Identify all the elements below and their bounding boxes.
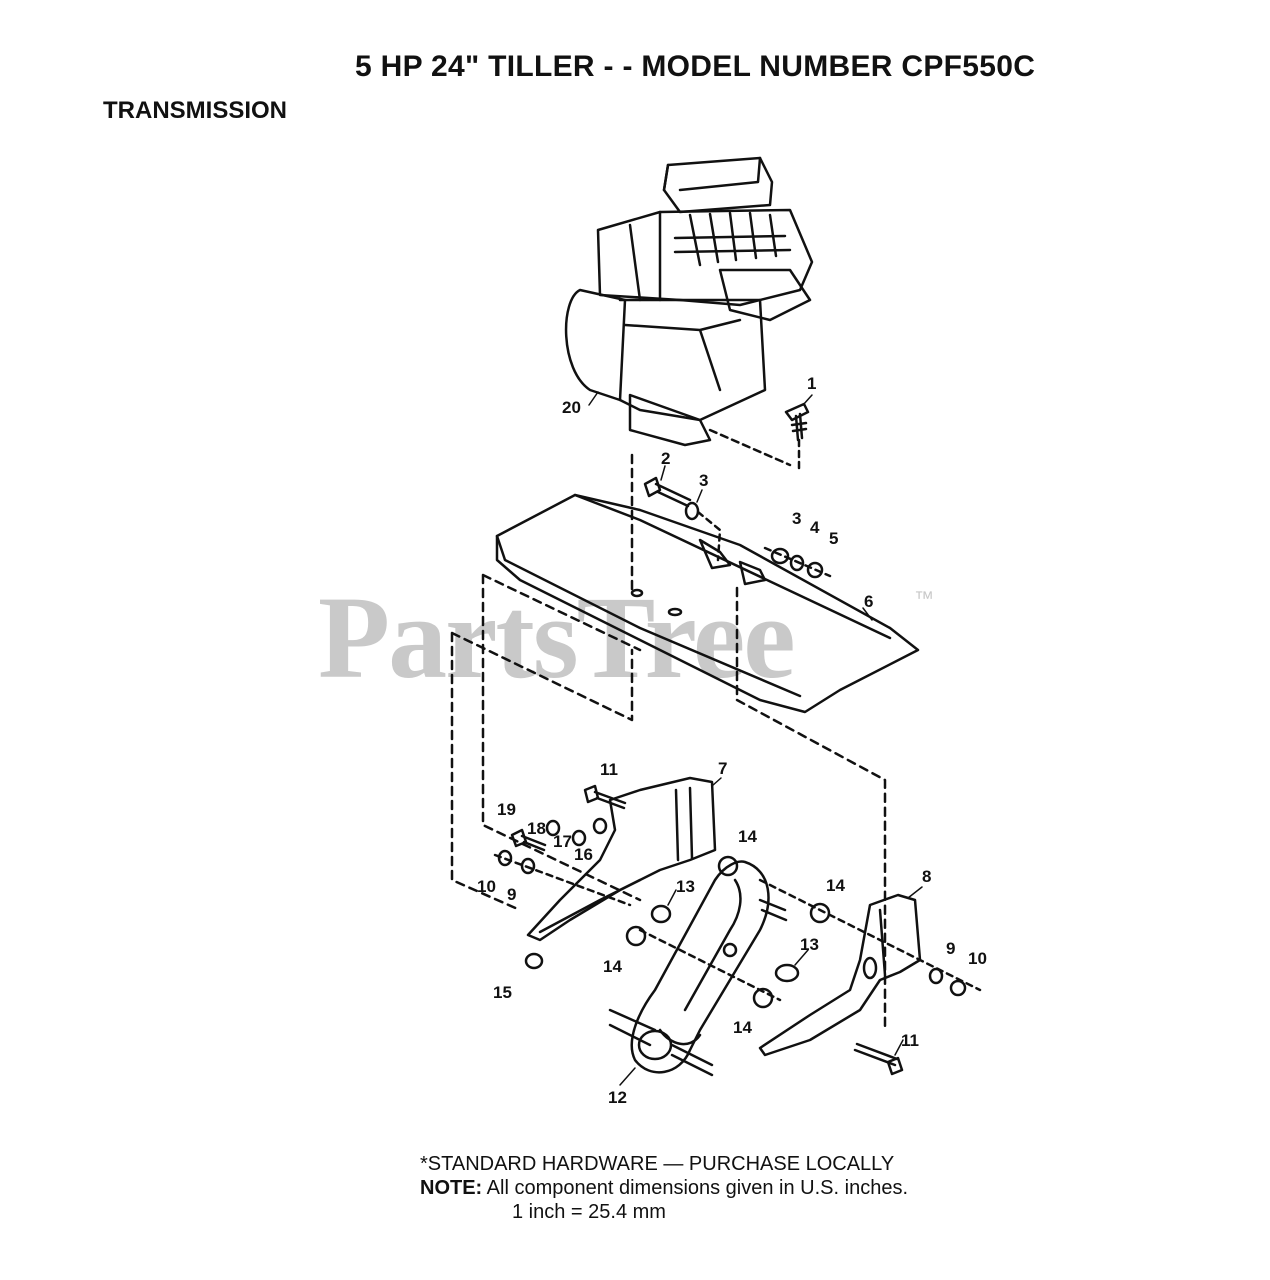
callout-10: 10	[477, 877, 496, 896]
nut-part-10-right[interactable]	[949, 979, 967, 997]
bolt-part-11-right[interactable]	[853, 1042, 904, 1076]
callout-11: 11	[901, 1031, 919, 1050]
callout-17: 17	[553, 832, 572, 851]
callout-10: 10	[968, 949, 987, 968]
bolt-part-11-left[interactable]	[583, 784, 627, 810]
callout-14: 14	[826, 876, 845, 895]
callout-9: 9	[507, 885, 516, 904]
bolt-part-1[interactable]	[784, 402, 810, 470]
nut-part-16[interactable]	[592, 817, 608, 835]
engine-part-20[interactable]	[564, 156, 814, 467]
washer-part-15[interactable]	[524, 952, 544, 970]
lockwasher-part-4[interactable]	[789, 554, 805, 572]
callout-18: 18	[527, 819, 546, 838]
callout-3: 3	[792, 509, 801, 528]
note-label: NOTE:	[420, 1177, 483, 1199]
washer-part-3[interactable]	[684, 501, 700, 521]
callout-16: 16	[574, 845, 593, 864]
callout-2: 2	[661, 449, 670, 468]
page-title: 5 HP 24" TILLER - - MODEL NUMBER CPF550C	[355, 50, 1036, 83]
callout-19: 19	[497, 800, 516, 819]
callout-13: 13	[800, 935, 819, 954]
callout-1: 1	[807, 374, 816, 393]
dimensions-note: NOTE: All component dimensions given in …	[420, 1176, 908, 1200]
callout-14: 14	[738, 827, 757, 846]
trademark-mark: ™	[914, 588, 934, 610]
bearing-part-14-b[interactable]	[809, 902, 831, 924]
lockwasher-part-9-left[interactable]	[520, 857, 536, 875]
callout-7: 7	[718, 759, 727, 778]
nut-part-5[interactable]	[806, 561, 824, 579]
watermark: PartsTree	[318, 572, 796, 703]
callout-3: 3	[699, 471, 708, 490]
bearing-part-14-d[interactable]	[752, 987, 774, 1009]
lockwasher-part-18[interactable]	[545, 819, 561, 837]
callout-4: 4	[810, 518, 820, 537]
bolt-part-2[interactable]	[643, 476, 692, 508]
spacer-part-13-a[interactable]	[650, 904, 672, 924]
bearing-part-14-c[interactable]	[625, 925, 647, 947]
chain-case-part-12[interactable]	[608, 860, 788, 1077]
callout-14: 14	[603, 957, 622, 976]
footer-notes: *STANDARD HARDWARE — PURCHASE LOCALLY NO…	[420, 1152, 908, 1224]
callout-6: 6	[864, 592, 873, 611]
unit-conversion: 1 inch = 25.4 mm	[512, 1201, 666, 1223]
spacer-part-13-b[interactable]	[774, 963, 800, 983]
callout-5: 5	[829, 529, 838, 548]
callout-12: 12	[608, 1088, 627, 1107]
callout-8: 8	[922, 867, 931, 886]
callout-15: 15	[493, 983, 512, 1002]
callout-13: 13	[676, 877, 695, 896]
washer-part-3-right[interactable]	[770, 547, 790, 565]
standard-hardware-note: *STANDARD HARDWARE — PURCHASE LOCALLY	[420, 1153, 895, 1175]
frame-bracket-part-7[interactable]	[526, 776, 717, 942]
nut-part-10-left[interactable]	[497, 849, 513, 867]
callout-11: 11	[600, 760, 618, 779]
callout-9: 9	[946, 939, 955, 958]
callout-20: 20	[562, 398, 581, 417]
callout-14: 14	[733, 1018, 752, 1037]
section-title: TRANSMISSION	[103, 97, 288, 124]
bolt-part-19[interactable]	[510, 828, 547, 852]
washer-part-17[interactable]	[571, 829, 587, 847]
bearing-part-14-a[interactable]	[717, 855, 739, 877]
note-text: All component dimensions given in U.S. i…	[486, 1177, 908, 1199]
tine-shield-part-6[interactable]	[495, 493, 920, 714]
